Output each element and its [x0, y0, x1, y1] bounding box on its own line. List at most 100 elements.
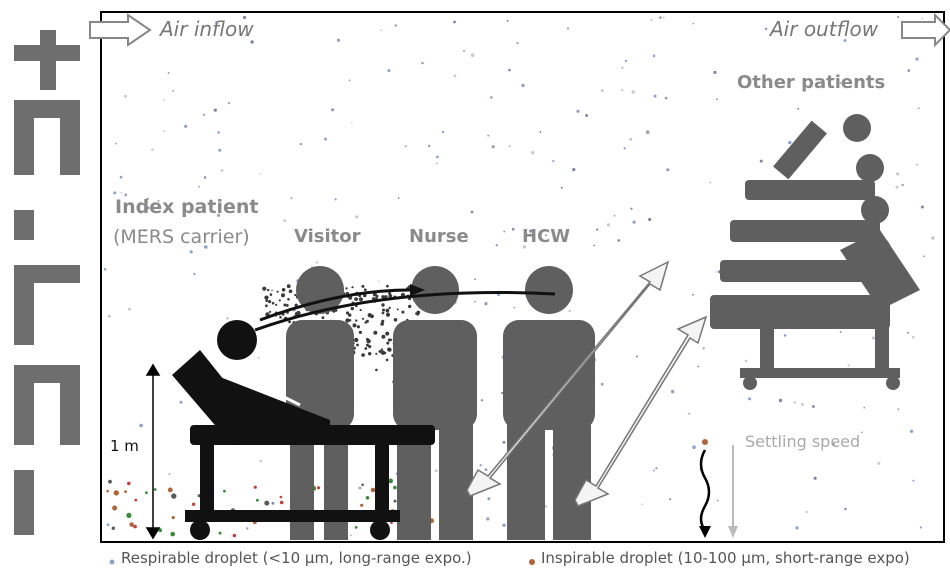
- respirable-droplet: [909, 429, 914, 433]
- exhaled-droplet: [383, 351, 387, 355]
- respirable-droplet: [863, 406, 866, 409]
- respirable-droplet: [470, 53, 475, 57]
- respirable-droplet: [568, 310, 571, 312]
- respirable-droplet: [441, 130, 445, 134]
- respirable-droplet: [336, 38, 341, 42]
- respirable-droplet: [920, 205, 924, 209]
- exhaled-droplet: [375, 368, 378, 372]
- respirable-droplet: [213, 108, 217, 112]
- respirable-droplet: [797, 107, 800, 110]
- exhaled-droplet: [286, 304, 289, 307]
- exhaled-droplet: [381, 303, 385, 307]
- exhaled-droplet: [387, 347, 391, 352]
- exhaled-droplet: [288, 289, 293, 294]
- inspirable-droplet: [108, 479, 112, 484]
- exhaled-droplet: [388, 306, 391, 310]
- respirable-droplet: [217, 131, 220, 134]
- exhaled-droplet: [408, 304, 412, 309]
- exhaled-droplet: [361, 284, 365, 288]
- respirable-droplet: [917, 107, 920, 110]
- inspirable-droplet: [153, 488, 157, 491]
- respirable-droplet: [621, 66, 624, 69]
- nurse-figure: [393, 266, 477, 540]
- respirable-droplet: [897, 15, 900, 19]
- respirable-droplet: [655, 467, 658, 470]
- respirable-droplet: [621, 89, 624, 91]
- exhaled-droplet: [281, 288, 286, 292]
- long-range-arrow-1: [466, 260, 670, 497]
- respirable-droplet: [641, 503, 644, 506]
- respirable-droplet: [508, 68, 511, 72]
- respirable-droplet: [629, 137, 633, 141]
- respirable-droplet: [474, 278, 476, 281]
- respirable-droplet: [243, 15, 247, 20]
- respirable-droplet: [617, 239, 620, 242]
- index-patient-sublabel: (MERS carrier): [113, 226, 250, 248]
- respirable-droplet: [921, 17, 924, 20]
- respirable-droplet: [115, 142, 118, 145]
- respirable-droplet: [715, 270, 718, 273]
- respirable-droplet: [545, 505, 547, 508]
- respirable-droplet: [783, 334, 787, 337]
- exhaled-droplet: [381, 295, 385, 299]
- exhaled-droplet: [393, 318, 398, 322]
- exhaled-droplet: [373, 330, 378, 335]
- exhaled-droplet: [294, 293, 297, 297]
- respirable-droplet: [666, 168, 670, 172]
- respirable-droplet: [812, 405, 815, 408]
- exhaled-droplet: [401, 310, 405, 314]
- respirable-droplet: [123, 94, 127, 98]
- respirable-droplet: [172, 89, 175, 92]
- inspirable-droplet: [191, 502, 196, 506]
- respirable-droplet: [513, 306, 516, 309]
- respirable-droplet: [531, 150, 535, 155]
- inspirable-droplet: [134, 498, 138, 502]
- respirable-droplet: [107, 314, 111, 318]
- respirable-droplet: [244, 34, 247, 37]
- respirable-droplet: [120, 191, 123, 194]
- inspirable-droplet: [317, 486, 321, 490]
- respirable-droplet: [659, 16, 662, 19]
- respirable-droplet: [912, 479, 915, 482]
- respirable-droplet: [877, 461, 881, 465]
- inspirable-droplet: [360, 503, 364, 507]
- respirable-droplet: [163, 130, 166, 133]
- inspirable-droplet: [126, 512, 132, 519]
- exhaled-droplet: [381, 311, 385, 315]
- exhaled-droplet: [287, 298, 290, 301]
- exhaled-droplet: [390, 338, 393, 341]
- inspirable-droplet: [354, 526, 358, 529]
- respirable-droplet: [246, 527, 249, 530]
- respirable-droplet: [227, 102, 231, 105]
- inspirable-droplet: [365, 496, 370, 500]
- respirable-legend-dot: [109, 559, 115, 565]
- respirable-droplet: [606, 223, 611, 227]
- respirable-droplet: [632, 220, 636, 224]
- exhaled-droplet: [386, 341, 390, 345]
- inspirable-droplet: [370, 487, 376, 493]
- respirable-droplet: [220, 169, 224, 172]
- respirable-droplet: [193, 272, 196, 276]
- exhaled-droplet: [269, 310, 272, 313]
- respirable-droplet: [428, 144, 431, 147]
- exhaled-droplet: [321, 316, 325, 320]
- respirable-droplet: [566, 27, 570, 30]
- exhaled-droplet: [365, 343, 369, 347]
- exhaled-droplet: [385, 312, 391, 317]
- respirable-droplet: [215, 21, 219, 25]
- long-range-arrow-2: [574, 315, 708, 507]
- exhaled-droplet: [363, 288, 367, 292]
- exhaled-droplet: [262, 286, 267, 291]
- respirable-droplet: [380, 29, 382, 32]
- inspirable-droplet: [171, 493, 177, 499]
- inspirable-droplet: [124, 490, 127, 493]
- exhaled-droplet: [271, 301, 275, 305]
- respirable-droplet: [576, 109, 580, 113]
- legend-respirable: Respirable droplet (<10 µm, long-range e…: [121, 549, 472, 567]
- exhaled-droplet: [368, 352, 372, 356]
- respirable-droplet: [832, 443, 835, 446]
- respirable-droplet: [124, 193, 128, 197]
- respirable-droplet: [103, 268, 107, 271]
- exhaled-droplet: [354, 337, 359, 343]
